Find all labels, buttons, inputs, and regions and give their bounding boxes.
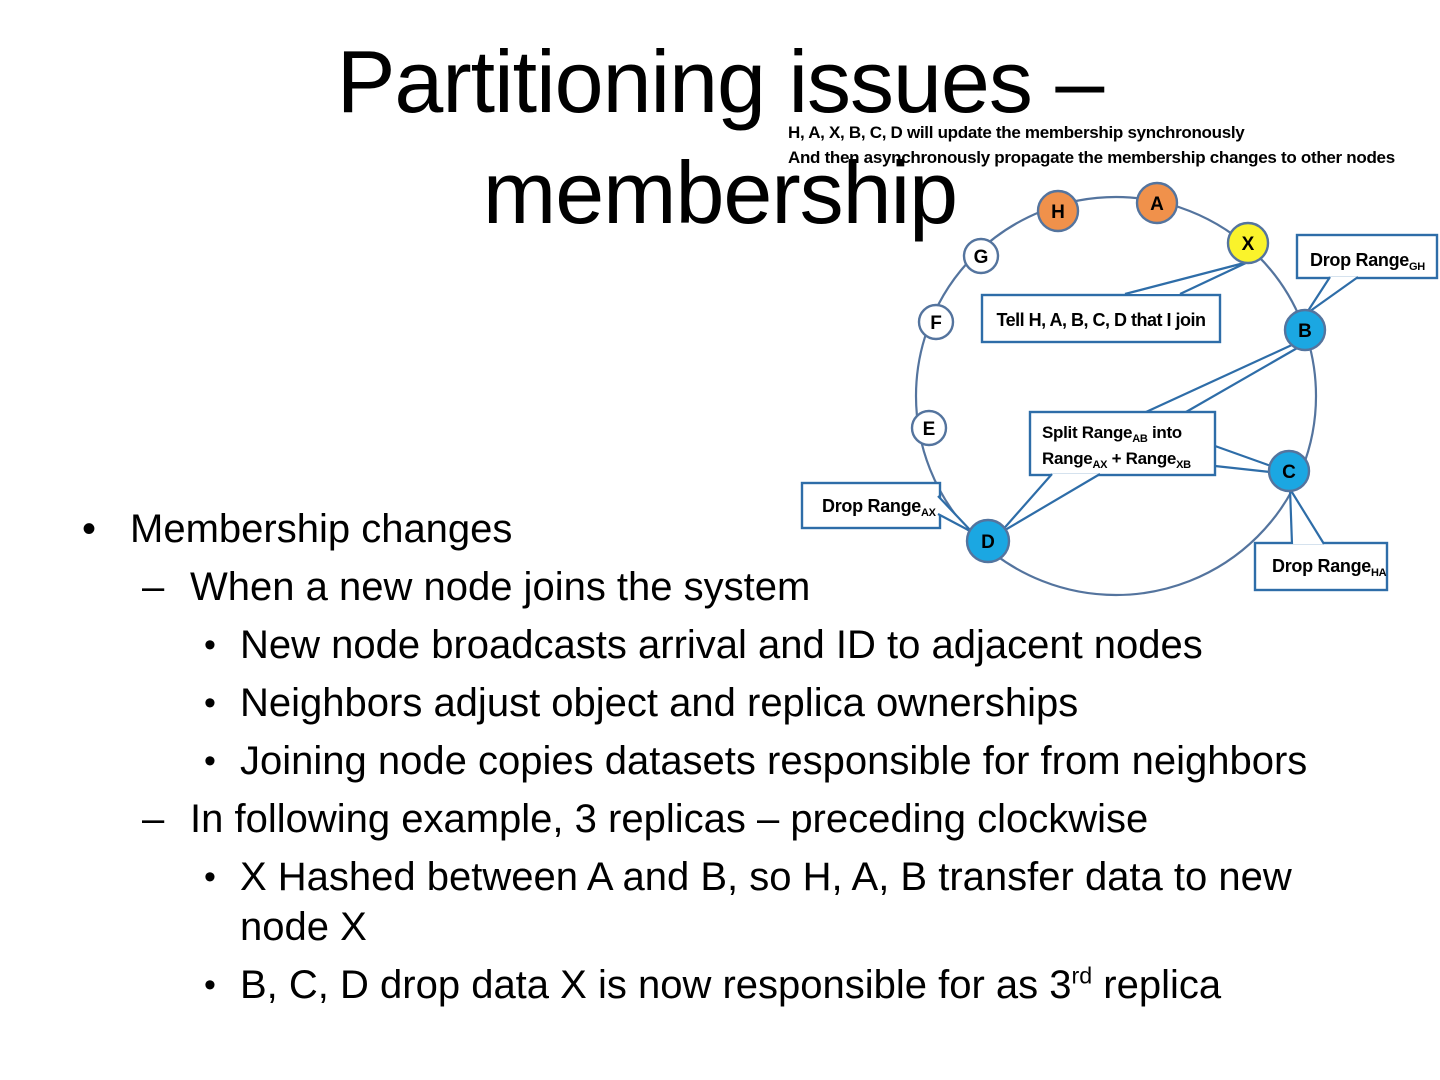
node-B-label: B <box>1298 321 1312 342</box>
bullet-glyph: • <box>204 742 216 780</box>
bullet-item: • B, C, D drop data X is now responsible … <box>58 960 1370 1010</box>
bullet-glyph: • <box>204 684 216 722</box>
bullet-item: –When a new node joins the system <box>58 562 1370 612</box>
node-layer: H A X B C D E F G <box>910 181 1327 564</box>
node-H-label: H <box>1051 202 1065 223</box>
split-box-connectors <box>1145 343 1300 474</box>
bullet-text: When a new node joins the system <box>190 565 811 609</box>
callout-drop-range-ha-label: Drop RangeHA <box>1272 556 1387 579</box>
node-D-label: D <box>981 532 995 553</box>
bullet-glyph: • <box>204 858 216 896</box>
node-E-label: E <box>923 419 936 440</box>
node-D-circle <box>965 518 1011 564</box>
bullet-glyph: – <box>142 565 165 609</box>
bullet-text: Membership changes <box>130 507 513 551</box>
bullet-text: Joining node copies datasets responsible… <box>240 739 1308 783</box>
bullet-text: B, C, D drop data X is now responsible f… <box>240 962 1222 1007</box>
bullet-glyph: • <box>204 966 216 1004</box>
slide-title: Partitioning issues – membership <box>0 26 1440 248</box>
node-E-circle <box>910 409 948 447</box>
node-X-circle <box>1226 221 1270 265</box>
node-B-circle <box>1283 308 1327 352</box>
bullet-item: • Joining node copies datasets responsibl… <box>58 736 1370 786</box>
callout-tell-join-label: Tell H, A, B, C, D that I join <box>997 310 1206 330</box>
callout-split-range-box <box>1028 410 1217 477</box>
node-G-label: G <box>974 247 989 268</box>
slide-title-line1: Partitioning issues – <box>336 32 1105 131</box>
callout-drop-range-ax-box <box>800 481 942 530</box>
callout-tell-join-box <box>980 293 1222 344</box>
annotation-line2: And then asynchronously propagate the me… <box>788 148 1395 167</box>
bullet-item: • New node broadcasts arrival and ID to a… <box>58 620 1370 670</box>
slide-title-line2: membership <box>482 143 958 242</box>
node-C-circle <box>1267 449 1311 493</box>
callout-drop-range-gh-box <box>1295 233 1439 280</box>
node-F-label: F <box>930 313 942 334</box>
bullet-item: –In following example, 3 replicas – prec… <box>58 794 1370 844</box>
bullet-glyph: • <box>204 626 216 664</box>
callout-split-range-line2: RangeAX + RangeXB <box>1042 449 1191 471</box>
bullet-text: In following example, 3 replicas – prece… <box>190 797 1149 841</box>
membership-annotation: H, A, X, B, C, D will update the members… <box>788 120 1395 170</box>
bullet-item: • Membership changes <box>58 504 1370 554</box>
node-G-circle <box>962 237 1000 275</box>
bullet-glyph: – <box>142 797 165 841</box>
bullet-item: • X Hashed between A and B, so H, A, B tr… <box>58 852 1370 952</box>
callout-drop-range-gh-label: Drop RangeGH <box>1310 250 1425 273</box>
bullet-text: New node broadcasts arrival and ID to ad… <box>240 623 1203 667</box>
node-F-circle <box>917 303 955 341</box>
bullet-glyph: • <box>82 507 97 551</box>
node-H-circle <box>1036 189 1080 233</box>
node-A-circle <box>1135 181 1179 225</box>
bullet-item: • Neighbors adjust object and replica own… <box>58 678 1370 728</box>
callout-drop-range-ax-label: Drop RangeAX <box>822 496 937 519</box>
bullet-text: Neighbors adjust object and replica owne… <box>240 681 1079 725</box>
bullet-list: •Membership changes–When a new node join… <box>58 496 1370 1010</box>
callout-drop-range-ha-box <box>1253 541 1389 592</box>
annotation-line1: H, A, X, B, C, D will update the members… <box>788 123 1245 142</box>
callout-split-range-line1: Split RangeAB into <box>1042 423 1182 445</box>
node-C-label: C <box>1282 462 1296 483</box>
bullet-text: X Hashed between A and B, so H, A, B tra… <box>240 855 1292 949</box>
hash-ring <box>914 195 1318 597</box>
node-X-label: X <box>1242 234 1255 255</box>
node-A-label: A <box>1150 194 1164 215</box>
